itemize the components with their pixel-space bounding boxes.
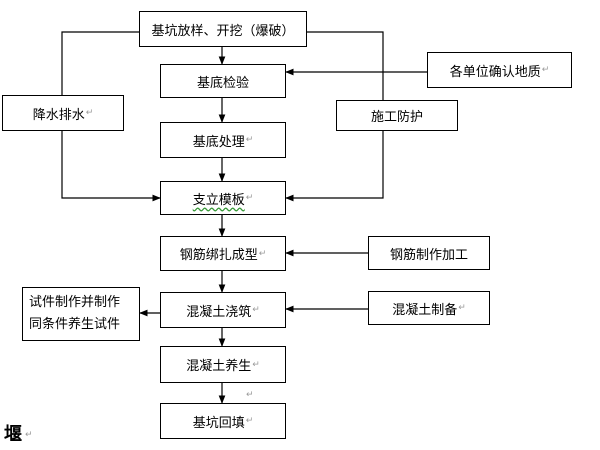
node-confirm-geology-label: 各单位确认地质 (449, 64, 541, 80)
node-concrete-curing: 混凝土养生↵ (160, 346, 286, 383)
node-formwork-label: 支立模板 (192, 192, 245, 208)
node-excavation: 基坑放样、开挖（爆破） (139, 11, 307, 47)
paragraph-mark-icon: ↵ (85, 108, 94, 118)
paragraph-mark-icon: ↵ (541, 65, 550, 75)
node-backfill: 基坑回填↵ (160, 403, 286, 439)
paragraph-mark-icon: ↵ (245, 416, 254, 426)
paragraph-mark-icon: ↵ (458, 303, 466, 313)
node-rebar-fabrication: 钢筋制作加工 (368, 236, 490, 270)
paragraph-mark-icon: ↵ (245, 193, 254, 203)
node-concrete-preparation-label: 混凝土制备 (392, 302, 458, 318)
node-construction-protection: 施工防护 (336, 100, 458, 131)
paragraph-mark-icon: ↵ (245, 135, 254, 145)
node-concrete-pouring: 混凝土浇筑↵ (160, 292, 286, 328)
node-dewatering-label: 降水排水 (32, 107, 85, 123)
node-test-specimen-line2: 同条件养生试件 (29, 317, 121, 332)
paragraph-mark-icon: ↵ (25, 430, 33, 440)
paragraph-mark-icon: ↵ (258, 248, 267, 259)
node-formwork: 支立模板↵ (160, 181, 286, 215)
paragraph-mark-icon: ↵ (252, 305, 260, 315)
connector-dewatering-loop (61, 31, 139, 95)
node-test-specimen-line1: 试件制作并制作 (29, 295, 121, 310)
node-backfill-label: 基坑回填 (192, 415, 245, 431)
node-concrete-pouring-label: 混凝土浇筑 (186, 304, 252, 320)
node-base-inspection: 基底检验 (160, 64, 286, 98)
node-rebar-binding: 钢筋绑扎成型↵ (160, 236, 286, 271)
node-rebar-binding-label: 钢筋绑扎成型 (179, 248, 258, 263)
node-test-specimen: 试件制作并制作 同条件养生试件 (22, 287, 140, 341)
node-confirm-geology: 各单位确认地质↵ (427, 52, 572, 88)
paragraph-mark-icon: ↵ (252, 359, 260, 370)
node-excavation-label: 基坑放样、开挖（爆破） (151, 23, 295, 39)
node-construction-protection-label: 施工防护 (370, 110, 423, 125)
paragraph-mark-icon: ↵ (246, 390, 254, 400)
node-dewatering: 降水排水↵ (2, 95, 124, 131)
node-base-treatment-label: 基底处理 (192, 134, 245, 150)
node-base-treatment: 基底处理↵ (160, 122, 286, 158)
arrow-dewatering-to-formwork (61, 131, 161, 202)
node-concrete-curing-label: 混凝土养生 (186, 359, 252, 374)
bottom-fragment-text: 堰 (4, 424, 22, 445)
connector-protection-loop (307, 31, 384, 100)
node-concrete-preparation: 混凝土制备↵ (368, 291, 490, 325)
node-base-inspection-label: 基底检验 (196, 75, 249, 91)
arrow-protection-to-formwork (285, 131, 384, 202)
node-rebar-fabrication-label: 钢筋制作加工 (389, 247, 468, 263)
